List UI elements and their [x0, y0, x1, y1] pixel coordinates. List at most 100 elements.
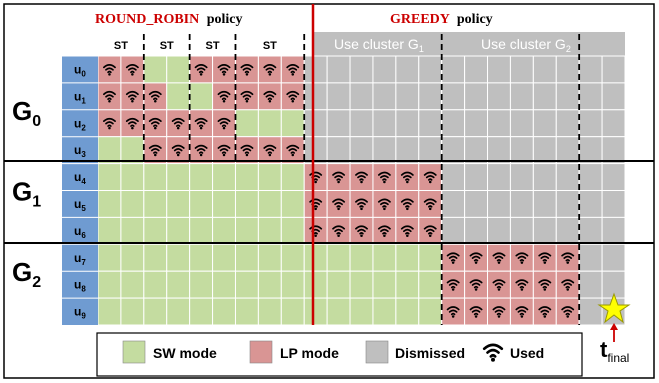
- grid-cell: [555, 136, 580, 165]
- grid-cell: [189, 55, 214, 84]
- grid-cell: [303, 243, 328, 272]
- grid-cell: [280, 163, 305, 192]
- grid-cell: [234, 297, 259, 326]
- legend-box: [96, 332, 583, 377]
- grid-cell: [212, 243, 236, 272]
- grid-cell: [166, 109, 191, 138]
- grid-tail: [625, 32, 629, 325]
- st-label: ST: [206, 40, 220, 52]
- grid-cell: [372, 190, 397, 218]
- grid-cell: [234, 216, 259, 245]
- grid-cell: [464, 270, 489, 299]
- group-label-g1: G1: [12, 177, 41, 211]
- grid-cell: [464, 243, 489, 272]
- grid-cell: [166, 297, 191, 326]
- grid-cell: [578, 109, 603, 138]
- grid-cell: [601, 190, 626, 218]
- grid-cell: [441, 136, 466, 165]
- grid-cell: [532, 136, 557, 165]
- grid-cell: [578, 190, 603, 218]
- grid-cell: [372, 136, 397, 165]
- grid-cell: [97, 55, 122, 84]
- grid-cell: [372, 243, 397, 272]
- grid-cell: [234, 270, 259, 299]
- user-label: u2: [74, 116, 86, 132]
- grid-cell: [349, 136, 374, 165]
- grid-cell: [509, 82, 534, 111]
- grid-cell: [578, 297, 603, 326]
- grid-cell: [418, 136, 443, 165]
- cluster-header-g2: Use cluster G2: [481, 36, 571, 54]
- grid-cell: [487, 55, 511, 84]
- grid-cell: [532, 109, 557, 138]
- grid-cell: [349, 216, 374, 245]
- grid-cell: [303, 270, 328, 299]
- legend-sw-swatch: [122, 340, 146, 364]
- grid-cell: [257, 109, 282, 138]
- grid-cell: [189, 163, 214, 192]
- user-label: u7: [74, 251, 86, 267]
- grid-cell: [257, 216, 282, 245]
- grid-cell: [418, 297, 443, 326]
- grid-cell: [120, 297, 145, 326]
- grid-cell: [189, 109, 214, 138]
- grid-cell: [349, 109, 374, 138]
- grid-cell: [349, 297, 374, 326]
- grid-cell: [166, 243, 191, 272]
- phase-separators: [142, 34, 581, 325]
- grid-cell: [395, 163, 420, 192]
- grid-cell: [120, 190, 145, 218]
- grid-cell: [257, 270, 282, 299]
- grid-cell: [97, 190, 122, 218]
- grid-cell: [441, 109, 466, 138]
- grid-cell: [143, 297, 168, 326]
- grid-cell: [326, 270, 351, 299]
- grid-cell: [532, 216, 557, 245]
- grid-cell: [555, 270, 580, 299]
- grid-cell: [143, 190, 168, 218]
- grid-cell: [189, 190, 214, 218]
- grid-cell: [464, 136, 489, 165]
- grid-cell: [464, 82, 489, 111]
- grid-cell: [509, 243, 534, 272]
- greedy-title: GREEDY: [390, 12, 450, 27]
- grid-cell: [441, 243, 466, 272]
- grid-cell: [601, 216, 626, 245]
- grid-cell: [143, 216, 168, 245]
- grid-cell: [372, 163, 397, 192]
- grid-cell: [189, 136, 214, 165]
- grid-cell: [532, 243, 557, 272]
- grid-cell: [120, 243, 145, 272]
- grid-cell: [601, 243, 626, 272]
- grid-cell: [234, 82, 259, 111]
- user-label: u9: [74, 305, 86, 321]
- grid-cell: [257, 55, 282, 84]
- legend-used-label: Used: [510, 345, 544, 361]
- grid-cell: [280, 190, 305, 218]
- grid-cell: [212, 163, 236, 192]
- grid-cell: [487, 82, 511, 111]
- grid-cell: [234, 243, 259, 272]
- cluster-header-strip: [313, 32, 625, 56]
- grid-cell: [372, 270, 397, 299]
- grid-cell: [212, 82, 236, 111]
- grid-cell: [189, 297, 214, 326]
- cell-grid: [97, 32, 629, 326]
- grid-cell: [97, 297, 122, 326]
- grid-cell: [487, 216, 511, 245]
- grid-cell: [326, 136, 351, 165]
- grid-cell: [280, 109, 305, 138]
- grid-cell: [372, 55, 397, 84]
- grid-cell: [143, 163, 168, 192]
- grid-cell: [143, 82, 168, 111]
- grid-cell: [395, 55, 420, 84]
- legend-sw-label: SW mode: [153, 345, 217, 361]
- grid-cell: [326, 55, 351, 84]
- user-label: u6: [74, 224, 86, 240]
- grid-cell: [395, 216, 420, 245]
- grid-cell: [280, 55, 305, 84]
- grid-cell: [349, 55, 374, 84]
- grid-cell: [532, 190, 557, 218]
